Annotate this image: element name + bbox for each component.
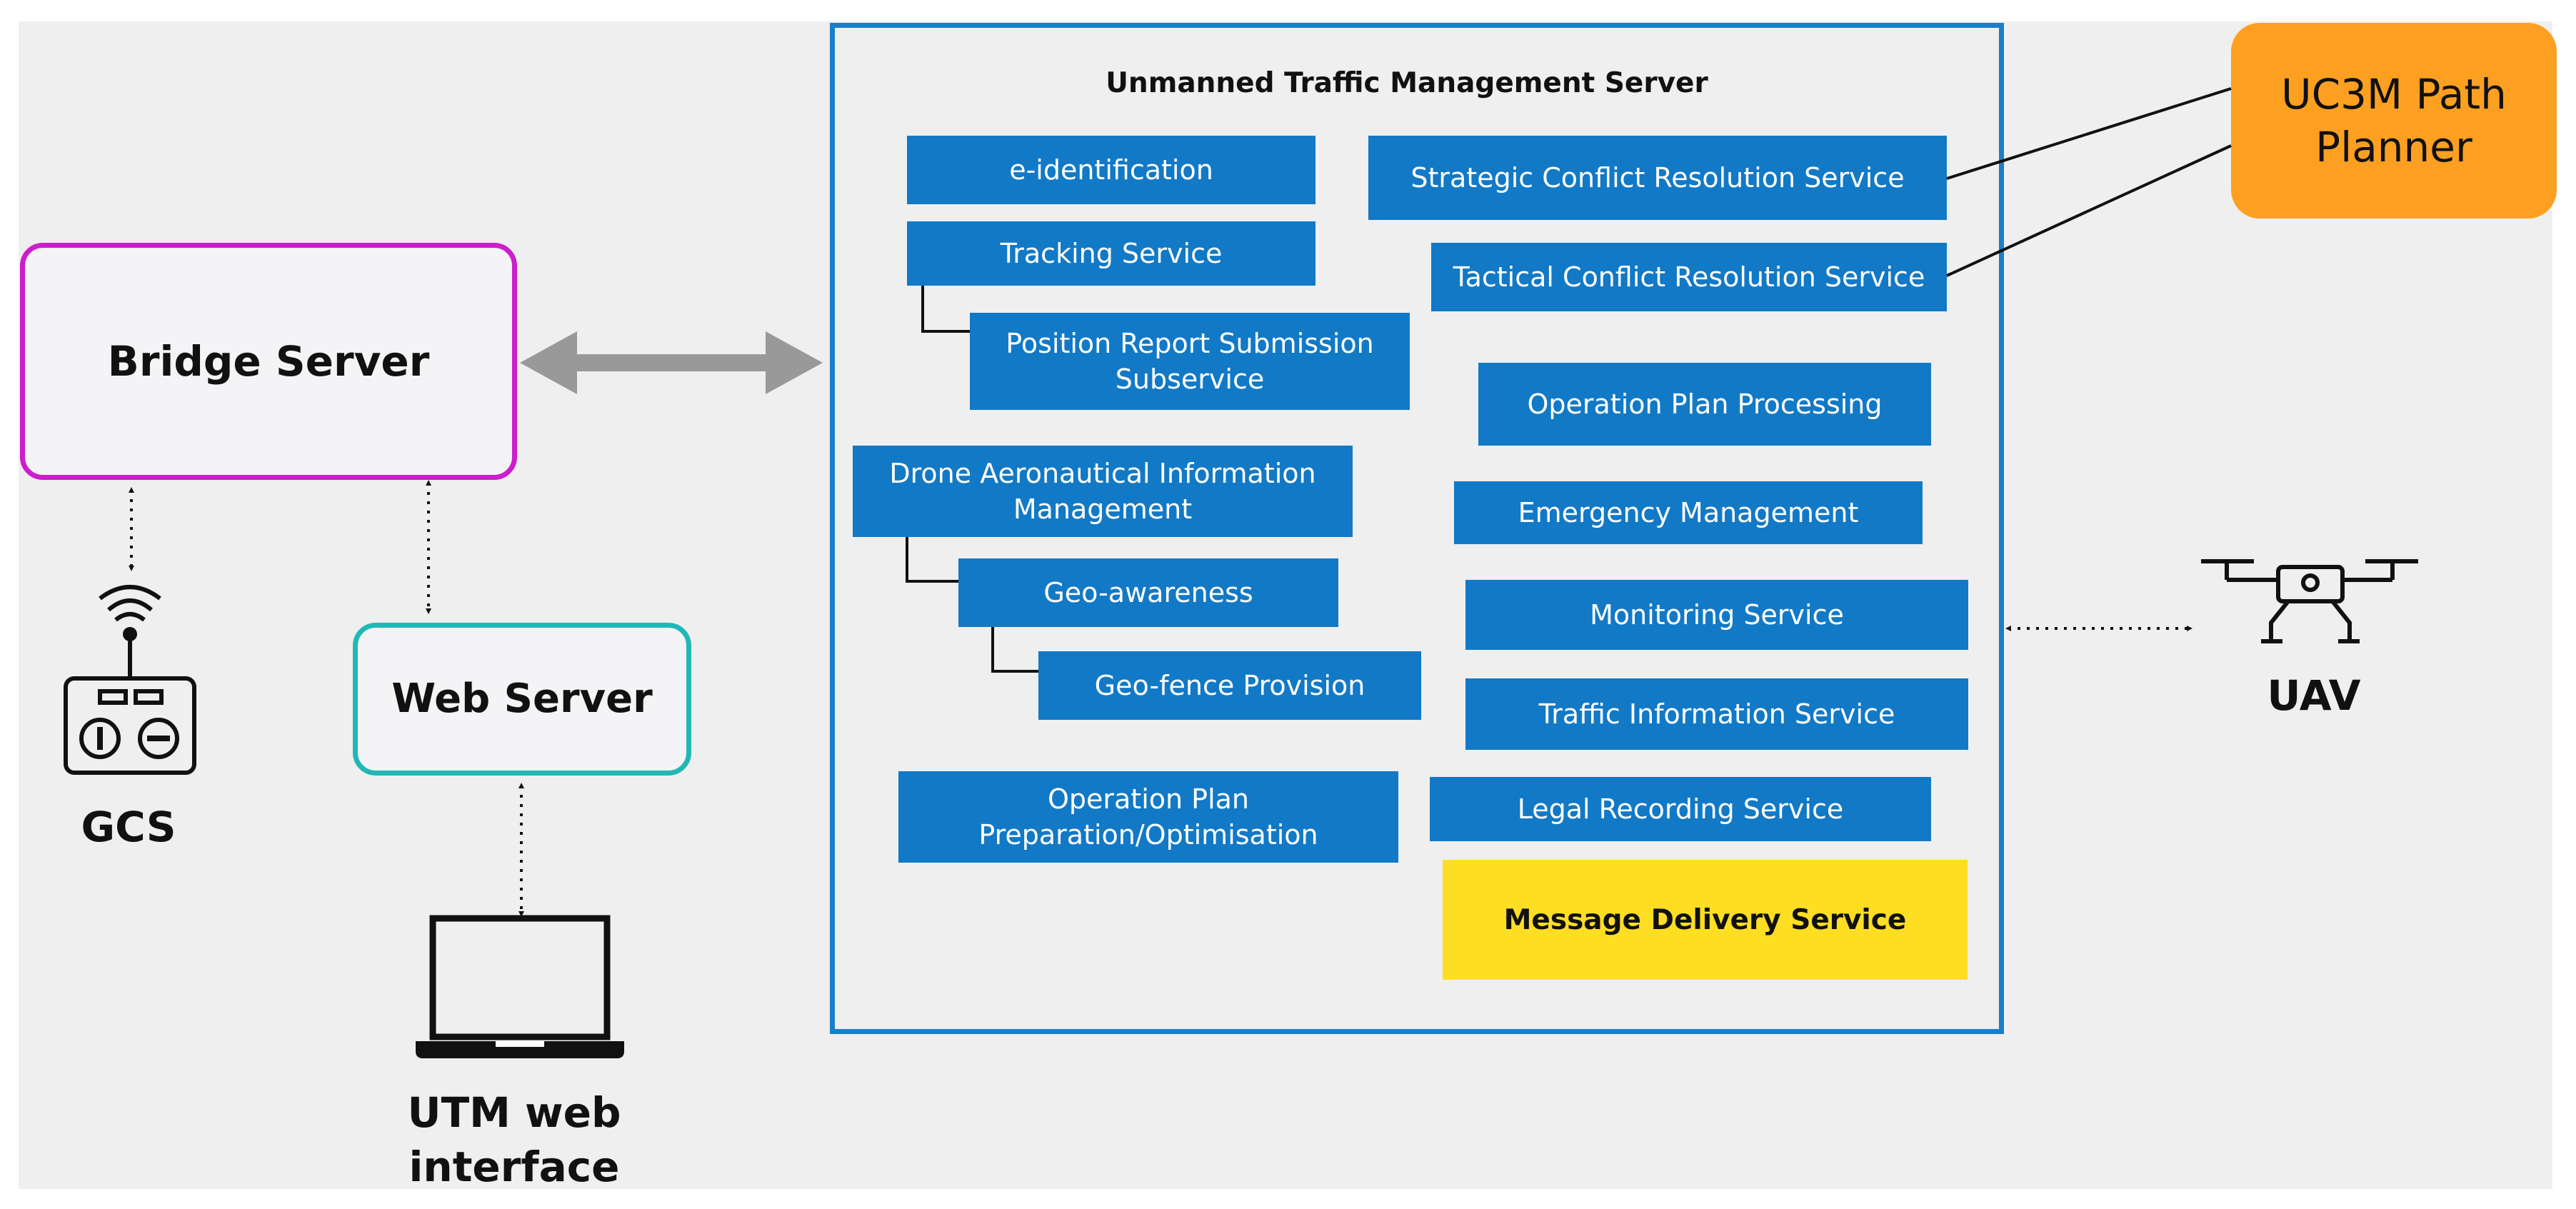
monitoring-service: Monitoring Service: [1465, 580, 1968, 650]
planner-connectors: [1946, 87, 2232, 277]
utm-web-interface-label: UTM web interface: [407, 1088, 621, 1191]
uav-label: UAV: [2267, 671, 2361, 720]
uc3m-path-planner: UC3M Path Planner: [2231, 23, 2557, 219]
tactical-conflict-resolution-service: Tactical Conflict Resolution Service: [1431, 243, 1947, 311]
strategic-conflict-resolution-service: Strategic Conflict Resolution Service: [1368, 136, 1947, 220]
geo-fence-provision-service: Geo-fence Provision: [1038, 651, 1421, 720]
bridge-utm-double-arrow: [520, 331, 823, 394]
operation-plan-preparation-service: Operation Plan Preparation/Optimisation: [898, 771, 1398, 863]
geoawareness-to-geofence-connector: [991, 627, 1038, 673]
position-report-submission-subservice: Position Report Submission Subservice: [970, 313, 1410, 410]
laptop-icon: [416, 915, 624, 1058]
utm-server-container: [830, 23, 2004, 1034]
emergency-management-service: Emergency Management: [1454, 481, 1923, 544]
gcs-label: GCS: [81, 803, 176, 851]
planner-to-strategic-line: [1946, 87, 2232, 180]
geo-awareness-service: Geo-awareness: [958, 558, 1338, 627]
aero-to-geoawareness-connector: [906, 537, 958, 583]
planner-to-tactical-line: [1946, 144, 2232, 277]
drone-icon: [2201, 559, 2418, 643]
web-server: Web Server: [353, 623, 691, 776]
e-identification-service: e-identification: [907, 136, 1315, 204]
tree-connectors: [906, 286, 1038, 673]
drone-aeronautical-information-management: Drone Aeronautical Information Managemen…: [853, 446, 1353, 537]
tracking-service: Tracking Service: [907, 221, 1315, 286]
operation-plan-processing-service: Operation Plan Processing: [1478, 363, 1931, 446]
dotted-links: [129, 480, 2192, 917]
remote-controller-icon: [64, 585, 196, 775]
bridge-server: Bridge Server: [20, 243, 517, 480]
tracking-to-position-report-connector: [921, 286, 970, 333]
legal-recording-service: Legal Recording Service: [1430, 777, 1931, 841]
message-delivery-service: Message Delivery Service: [1443, 860, 1968, 980]
utm-server-title: Unmanned Traffic Management Server: [1106, 67, 1708, 99]
traffic-information-service: Traffic Information Service: [1465, 678, 1968, 750]
